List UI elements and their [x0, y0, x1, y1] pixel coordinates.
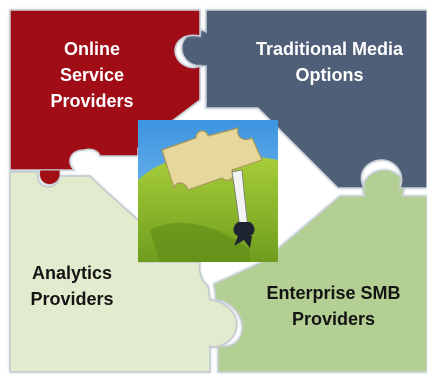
label-enterprise-smb-providers: Enterprise SMB Providers: [240, 280, 427, 332]
label-line: Options: [295, 65, 364, 85]
puzzle-piece-enterprise: [213, 169, 427, 373]
label-line: Analytics: [31, 263, 113, 283]
label-line: Online: [63, 39, 120, 59]
label-traditional-media-options: Traditional Media Options: [232, 36, 427, 88]
label-analytics-providers: Analytics Providers: [8, 260, 136, 312]
center-photo: [138, 120, 278, 262]
hand-holding-puzzle-piece-icon: [161, 127, 263, 191]
label-line: Traditional Media: [255, 39, 404, 59]
label-online-service-providers: Online Service Providers: [28, 36, 156, 114]
label-line: Providers: [291, 309, 376, 329]
label-line: Providers: [50, 91, 134, 111]
puzzle-knob-online: [39, 169, 61, 185]
label-line: Service: [59, 65, 125, 85]
label-line: Enterprise SMB: [266, 283, 401, 303]
label-line: Providers: [30, 289, 114, 309]
